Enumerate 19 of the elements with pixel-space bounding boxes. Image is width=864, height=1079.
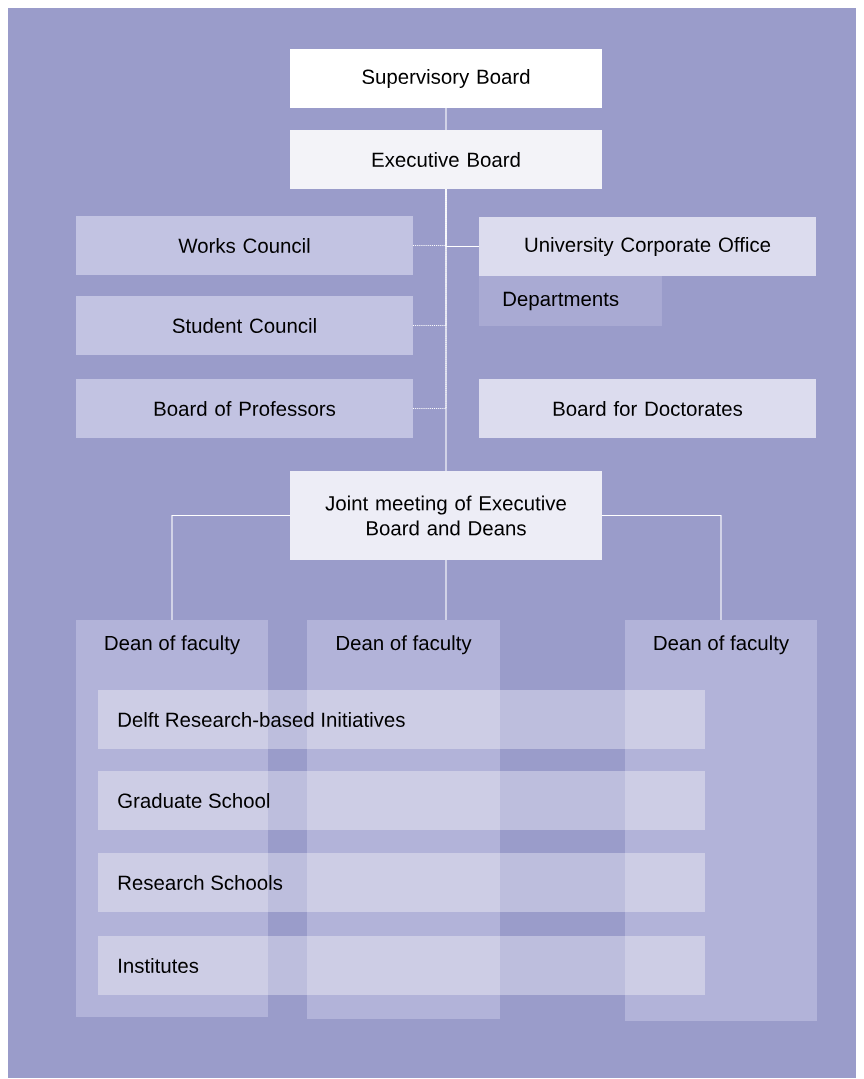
council-box: Student Council <box>76 296 413 355</box>
office-box: University Corporate Office <box>479 217 816 276</box>
connector-line <box>445 559 447 621</box>
connector-line <box>601 514 722 621</box>
band-box: Institutes <box>98 936 705 995</box>
department-box: Departments <box>479 276 662 326</box>
connector-line <box>171 514 291 621</box>
band-box: Research Schools <box>98 853 705 912</box>
band-box: Delft Research-based Initiatives <box>98 690 705 749</box>
board-box: Executive Board <box>290 130 602 189</box>
connector-line <box>445 107 447 131</box>
meeting-box: Joint meeting of Executive Board and Deans <box>290 471 602 560</box>
board-box: Supervisory Board <box>290 49 602 108</box>
board-box: Board for Doctorates <box>479 379 816 438</box>
band-box: Graduate School <box>98 771 705 830</box>
connector-line <box>412 188 447 410</box>
council-box: Board of Professors <box>76 379 413 438</box>
connector-line <box>412 188 447 327</box>
council-box: Works Council <box>76 216 413 275</box>
